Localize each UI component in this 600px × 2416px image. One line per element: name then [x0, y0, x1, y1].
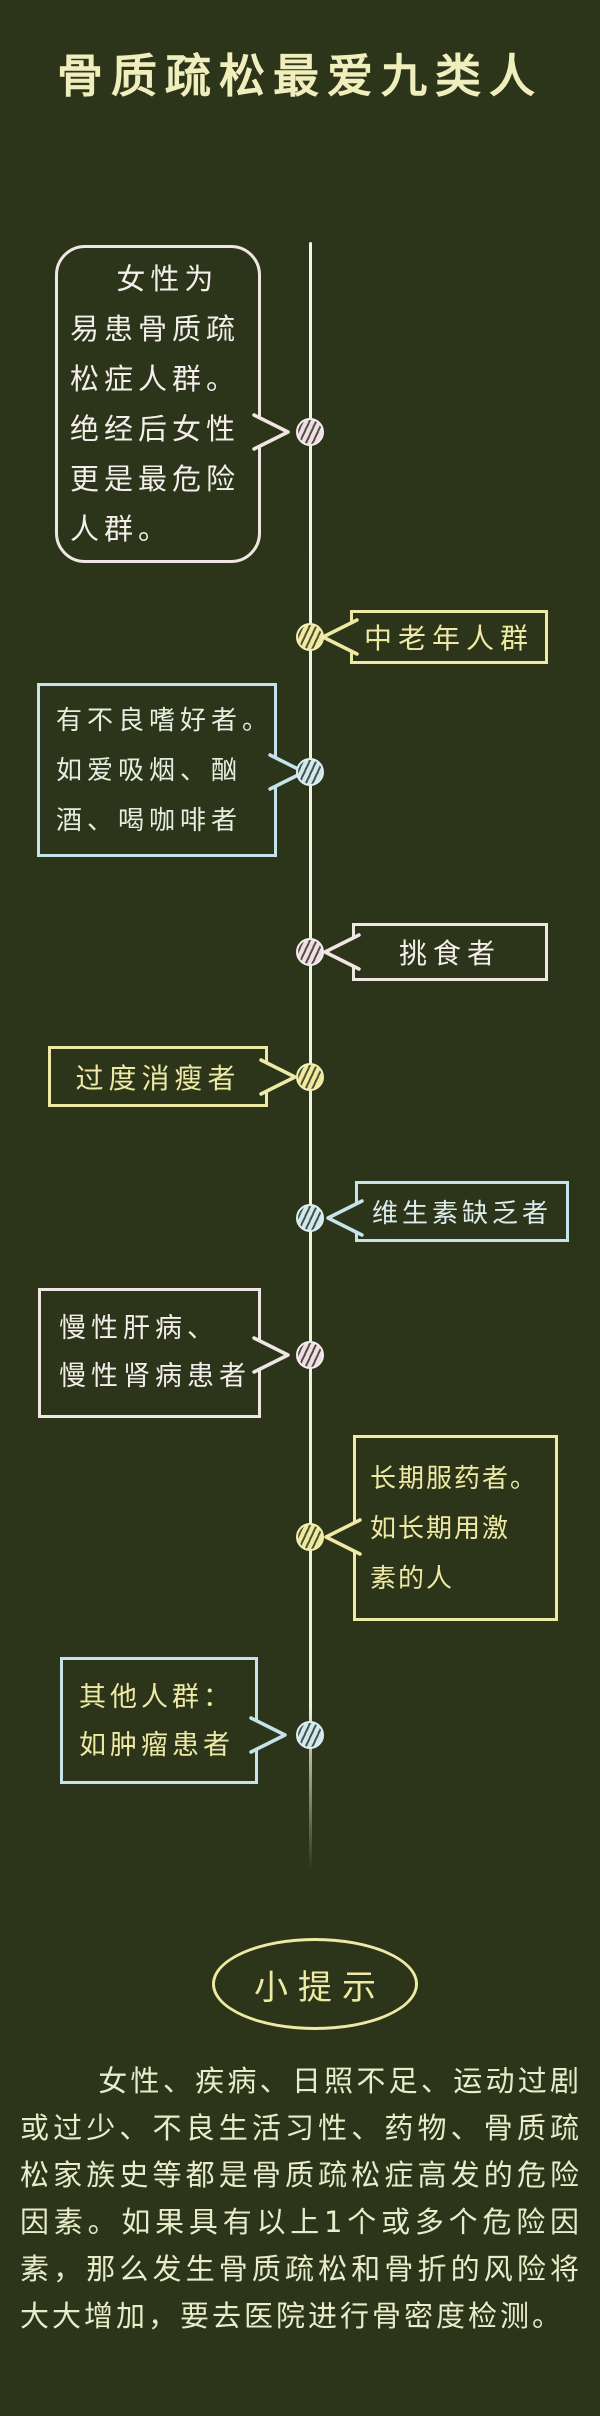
timeline-node-dot [296, 1721, 324, 1749]
timeline-node-dot [296, 1204, 324, 1232]
callout-text-line: 有不良嗜好者。 [56, 706, 274, 736]
callout-underweight: 过度消瘦者 [48, 1046, 268, 1107]
chevron-left-icon [320, 932, 362, 972]
tip-bubble: 小提示 [212, 1938, 418, 2030]
callout-text-line: 挑食者 [398, 937, 501, 970]
timeline-node-dot [296, 938, 324, 966]
callout-chronic-disease: 慢性肝病、 慢性肾病患者 [38, 1288, 261, 1418]
callout-text-line: 慢性肝病、 [59, 1313, 219, 1344]
callout-text-line: 松症人群。 [70, 362, 241, 396]
callout-text-line: 易患骨质疏 [70, 312, 241, 346]
callout-text-line: 如长期用激 [370, 1514, 511, 1544]
timeline-node-dot [296, 758, 324, 786]
callout-text-line: 素的人 [370, 1564, 455, 1594]
chevron-left-icon [318, 617, 360, 657]
chevron-right-icon [251, 412, 293, 452]
callout-text-line: 中老年人群 [363, 622, 534, 655]
tip-label: 小提示 [254, 1967, 386, 2008]
callout-text-line: 女性为 [116, 262, 219, 296]
main-title: 骨质疏松最爱九类人 [57, 49, 543, 103]
callout-text-line: 如肿瘤患者 [79, 1730, 234, 1761]
chevron-right-icon [248, 1715, 290, 1755]
callout-long-term-medication: 长期服药者。 如长期用激 素的人 [353, 1435, 558, 1621]
callout-vitamin-deficiency: 维生素缺乏者 [355, 1181, 569, 1242]
callout-text-line: 长期服药者。 [370, 1464, 539, 1494]
timeline-node-dot [296, 1341, 324, 1369]
callout-text-line: 其他人群： [79, 1682, 234, 1713]
timeline-node-dot [296, 1063, 324, 1091]
callout-women: 女性为 易患骨质疏 松症人群。 绝经后女性 更是最危险 人群。 [55, 245, 261, 563]
tip-paragraph: 女性、疾病、日照不足、运动过剧或过少、不良生活习性、药物、骨质疏松家族史等都是骨… [20, 2064, 582, 2333]
callout-others: 其他人群： 如肿瘤患者 [60, 1657, 258, 1784]
timeline-node-dot [296, 623, 324, 651]
chevron-right-icon [251, 1335, 293, 1375]
callout-text-line: 人群。 [70, 512, 173, 546]
callout-text-line: 绝经后女性 [70, 412, 241, 446]
callout-bad-habits: 有不良嗜好者。 如爱吸烟、酗 酒、喝咖啡者 [37, 683, 277, 857]
timeline-line [309, 242, 312, 1870]
callout-text-line: 酒、喝咖啡者 [56, 806, 243, 836]
timeline-node-dot [296, 418, 324, 446]
callout-text-line: 过度消瘦者 [75, 1061, 241, 1095]
timeline-node-dot [296, 1523, 324, 1551]
callout-text-line: 维生素缺乏者 [371, 1199, 552, 1229]
chevron-right-icon [258, 1057, 300, 1097]
callout-text-line: 慢性肾病患者 [59, 1361, 251, 1392]
chevron-left-icon [323, 1198, 365, 1238]
callout-text-line: 更是最危险 [70, 462, 241, 496]
callout-picky-eaters: 挑食者 [352, 923, 548, 981]
callout-middle-aged: 中老年人群 [350, 610, 548, 664]
chevron-left-icon [321, 1517, 363, 1557]
callout-text-line: 如爱吸烟、酗 [56, 756, 243, 786]
